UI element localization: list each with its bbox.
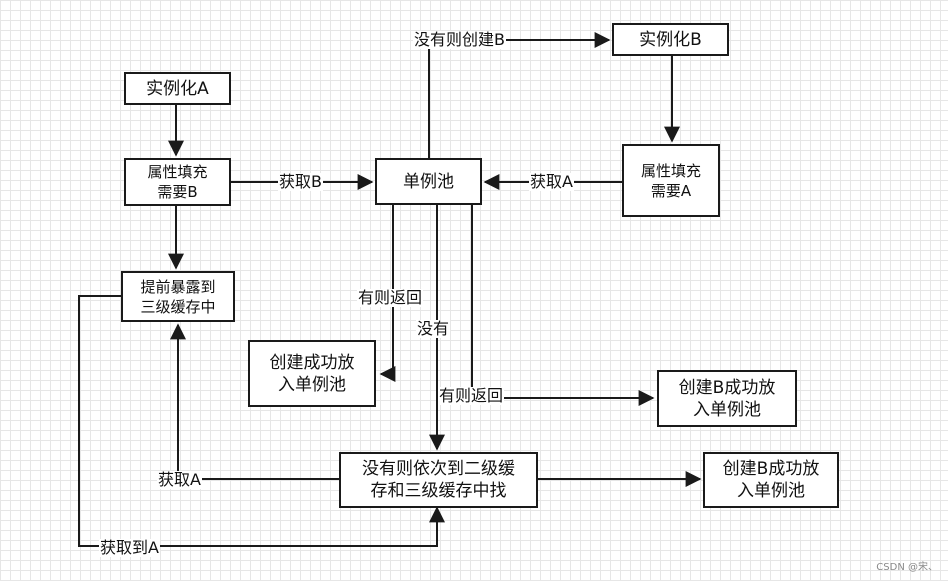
label-none: 没有 [416, 319, 451, 338]
node-props-need-b: 属性填充 需要B [124, 158, 231, 206]
label-got-a: 获取到A [99, 538, 160, 557]
node-create-b-success-bottom: 创建B成功放 入单例池 [703, 452, 839, 508]
label-get-a-right: 获取A [529, 172, 574, 191]
node-instantiate-b: 实例化B [612, 23, 729, 56]
node-props-need-a: 属性填充 需要A [622, 144, 720, 217]
watermark: CSDN @宋、 [876, 562, 938, 573]
arrow-return-right [471, 205, 655, 406]
label-return-if-exists-left: 有则返回 [357, 288, 424, 307]
node-create-b-success-top: 创建B成功放 入单例池 [657, 370, 797, 427]
label-get-a-left: 获取A [157, 470, 202, 489]
arrow-got-a [78, 295, 445, 547]
node-create-success-pool: 创建成功放 入单例池 [248, 340, 376, 407]
arrow-create-b [428, 32, 611, 158]
node-expose-l3-cache: 提前暴露到 三级缓存中 [121, 271, 235, 322]
node-instantiate-a: 实例化A [124, 72, 231, 105]
label-get-b: 获取B [278, 172, 323, 191]
node-singleton-pool: 单例池 [375, 158, 482, 205]
arrow-return-left [379, 205, 396, 382]
node-search-l2-l3-cache: 没有则依次到二级缓 存和三级缓存中找 [339, 452, 538, 508]
label-return-if-exists-right: 有则返回 [438, 386, 505, 405]
label-create-b-if-none: 没有则创建B [413, 30, 506, 49]
